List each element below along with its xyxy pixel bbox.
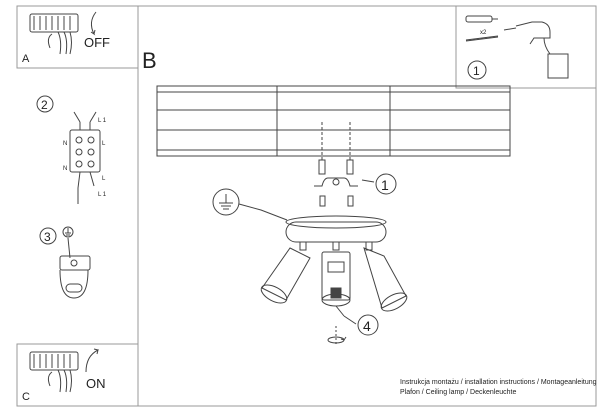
arrow-down-icon xyxy=(90,11,97,36)
terminal-label-l1-bottom: L 1 xyxy=(98,192,107,198)
panel-b-letter: B xyxy=(142,48,157,73)
spotlight-center xyxy=(321,251,351,307)
terminal-label-l-right: L xyxy=(102,141,106,147)
ground-step: 3 xyxy=(39,226,91,299)
quantity-label: x2 xyxy=(480,30,487,36)
tools-step-badge xyxy=(467,60,487,80)
switch-icon-on xyxy=(29,351,79,393)
wiring-step-badge xyxy=(36,95,54,113)
terminal-label-l1-top: L 1 xyxy=(98,118,107,124)
switch-icon-off xyxy=(29,13,79,55)
adjust-step-number: 4 xyxy=(363,318,371,334)
wiring-step-number: 2 xyxy=(41,98,48,112)
ground-terminal-icon xyxy=(59,255,91,299)
panel-c-letter: C xyxy=(22,391,30,403)
caption-subtitle: Plafon / Ceiling lamp / Deckenleuchte xyxy=(400,389,517,396)
screw-bottom-right-icon xyxy=(347,195,354,207)
wall-plug-icon xyxy=(465,15,498,23)
arrow-up-icon xyxy=(85,348,99,373)
tools-step-number: 1 xyxy=(473,64,480,78)
screw-icon xyxy=(465,35,499,42)
lamp-base-plate xyxy=(285,215,387,243)
mounting-bracket-icon xyxy=(314,177,358,187)
spotlight-left xyxy=(260,247,311,304)
terminal-label-l-left: L xyxy=(102,176,106,182)
screw-top-left-icon xyxy=(318,159,326,175)
ground-symbol-icon xyxy=(62,226,74,238)
drill-icon xyxy=(503,21,569,79)
ground-callout xyxy=(212,188,288,221)
panel-c: C ON xyxy=(16,343,139,407)
panel-a-label: OFF xyxy=(84,35,110,50)
adjust-step-badge xyxy=(357,314,379,336)
mount-step-badge xyxy=(375,173,397,195)
panel-a-letter: A xyxy=(22,53,30,65)
terminal-block-icon xyxy=(69,111,101,204)
panel-c-label: ON xyxy=(86,376,106,391)
terminal-label-n-left: N xyxy=(63,141,67,147)
spotlight-right xyxy=(363,247,408,312)
tools-box: x2 1 xyxy=(455,5,597,89)
panel-a: A OFF xyxy=(16,5,139,69)
ground-step-number: 3 xyxy=(44,230,51,244)
rotate-arrow-icon xyxy=(327,326,347,346)
terminal-label-n-right: N xyxy=(63,166,67,172)
caption-title: Instrukcja montażu / installation instru… xyxy=(400,379,597,386)
screw-bottom-left-icon xyxy=(319,195,326,207)
ground-step-badge xyxy=(39,227,57,245)
mount-step-number: 1 xyxy=(381,177,389,193)
ceiling-lamp: 4 xyxy=(260,215,408,346)
screw-top-right-icon xyxy=(346,159,354,175)
ceiling-panels xyxy=(156,85,511,157)
wiring-step: 2 L 1 N L N L L 1 xyxy=(36,95,107,204)
mounting-hardware: 1 xyxy=(314,122,397,207)
